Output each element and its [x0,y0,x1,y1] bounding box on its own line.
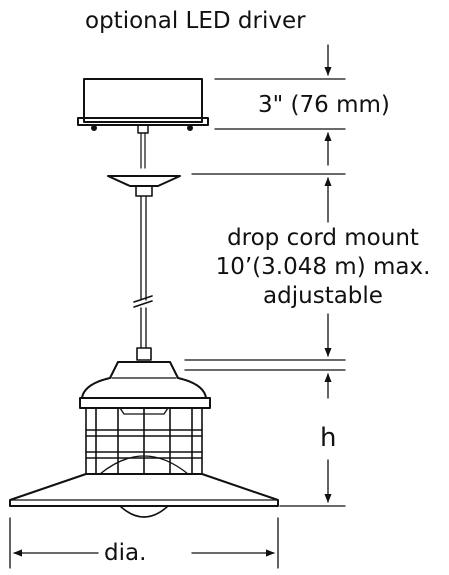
drop-cord-label: drop cord mount 10’(3.048 m) max. adjust… [198,224,448,311]
diameter-label: dia. [104,540,147,566]
pendant-fixture [9,361,279,518]
drop-cord-label-line2: 10’(3.048 m) max. [215,254,431,280]
dimension-height [279,459,346,507]
height-label: h [320,423,337,453]
driver-label: optional LED driver [85,8,306,34]
led-driver-box [77,78,209,169]
dimension-driver-height [214,44,346,166]
drop-cord-label-line1: drop cord mount [227,225,419,251]
dimension-diameter [9,517,279,569]
drop-cord-label-line3: adjustable [263,283,383,309]
dimension-drop-cord [184,173,346,399]
canopy [107,175,181,197]
drop-cord [133,195,153,361]
driver-height-label: 3" (76 mm) [258,92,390,118]
